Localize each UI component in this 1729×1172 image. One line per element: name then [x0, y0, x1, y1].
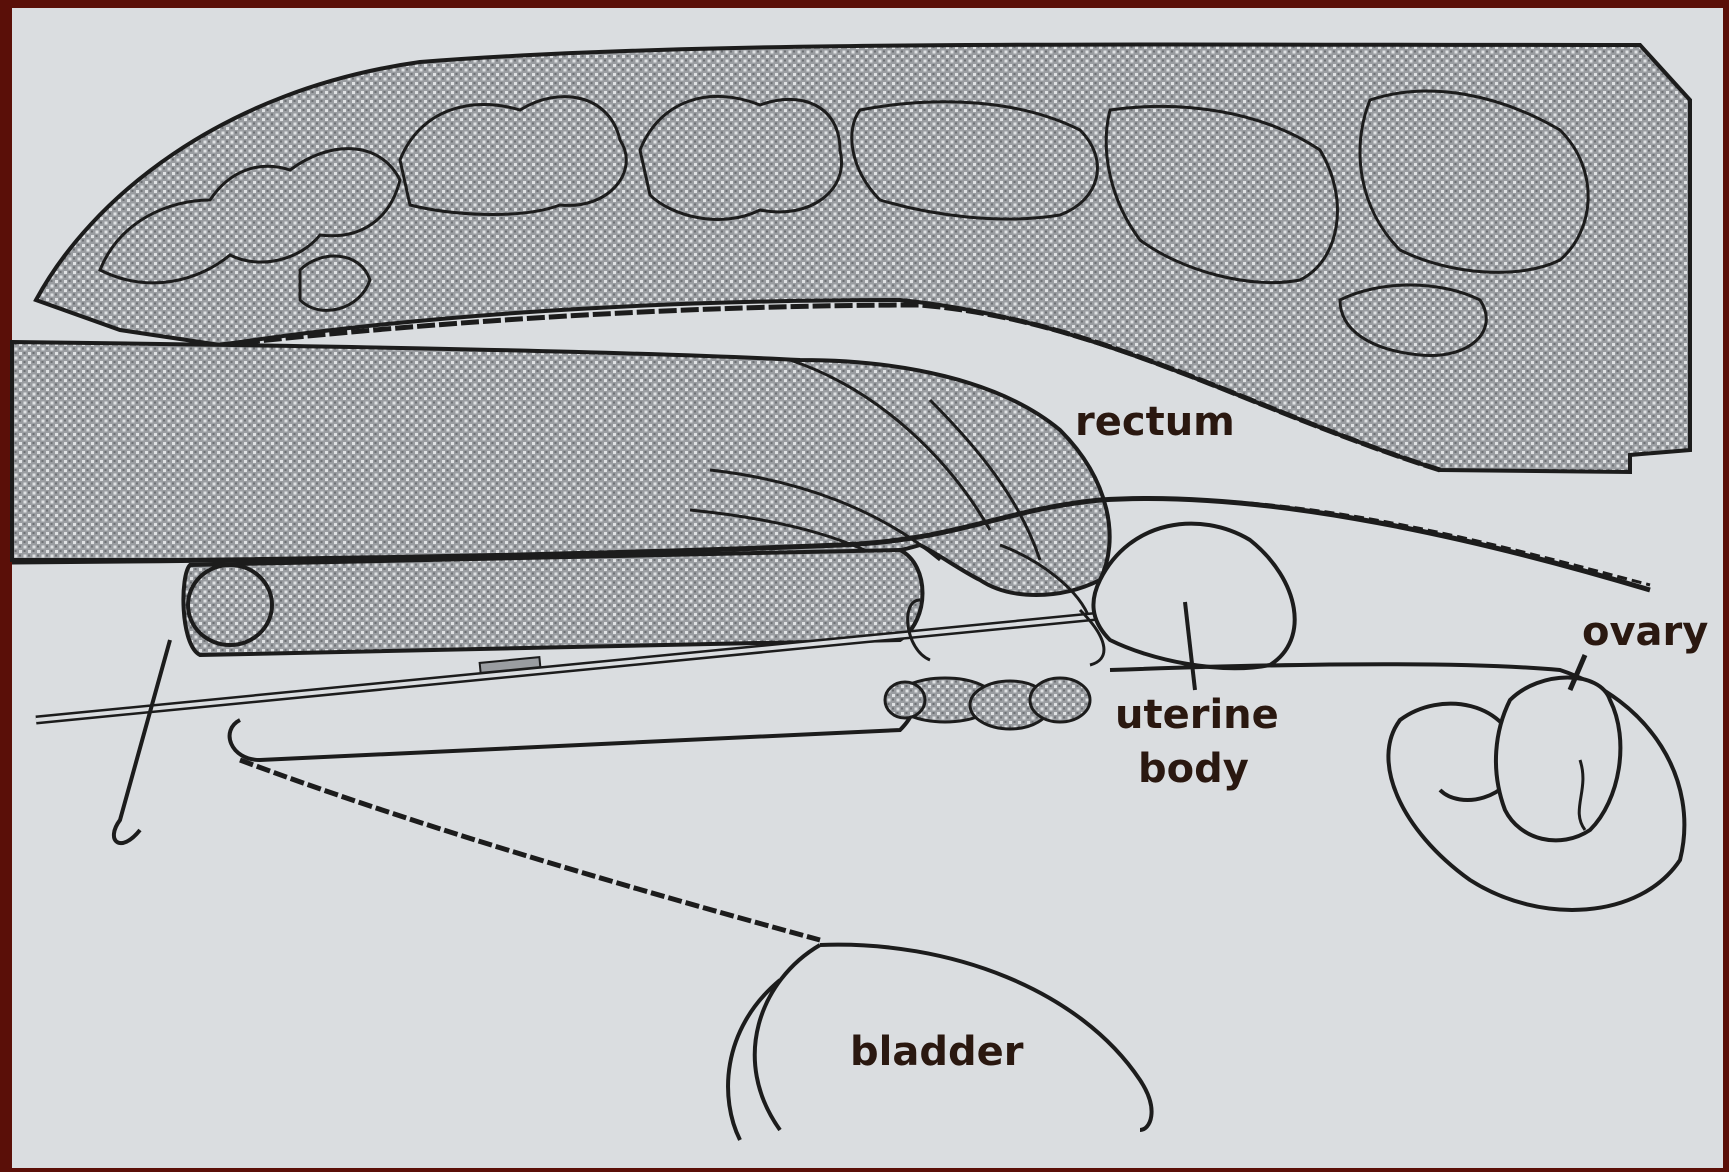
label-bladder: bladder	[850, 1029, 1024, 1075]
ovary	[1496, 678, 1620, 841]
label-ovary: ovary	[1582, 609, 1708, 655]
label-uterine: uterine	[1115, 692, 1279, 738]
speculum-tube	[183, 550, 922, 655]
speculum-opening	[188, 565, 272, 645]
label-body: body	[1138, 746, 1249, 792]
label-rectum: rectum	[1075, 399, 1235, 445]
